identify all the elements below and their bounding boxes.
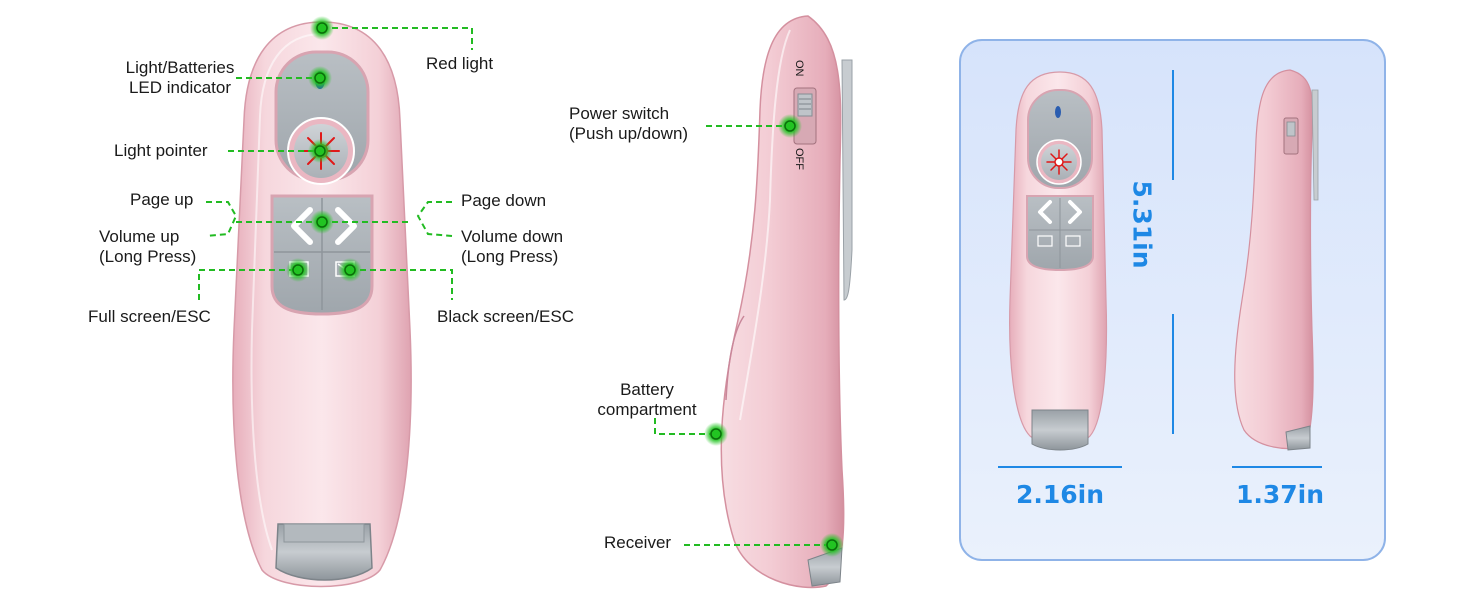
callout-dots	[286, 16, 844, 557]
page-buttons-dot	[310, 210, 334, 234]
battery-line2: compartment	[597, 400, 697, 419]
full-screen-label: Full screen/ESC	[88, 307, 211, 326]
callout-lines	[198, 27, 830, 546]
width-dimension-label: 2.16in	[1016, 480, 1105, 509]
led-indicator-label: Light/Batteries LED indicator	[96, 58, 264, 98]
receiver-label: Receiver	[604, 533, 672, 552]
page-up-label: Page up	[130, 190, 194, 209]
small-front-view	[1009, 71, 1108, 451]
black-screen-dot	[338, 258, 362, 282]
black-screen-label: Black screen/ESC	[437, 307, 574, 326]
led-indicator-line2: LED indicator	[128, 78, 232, 97]
volume-down-line2: (Long Press)	[461, 247, 559, 266]
volume-up-line2: (Long Press)	[99, 247, 197, 266]
battery-label: Battery compartment	[586, 380, 708, 420]
power-switch-dot	[778, 114, 802, 138]
height-dimension-label: 5.31in	[1127, 180, 1157, 269]
receiver-dot	[820, 533, 844, 557]
volume-up-label: Volume up (Long Press)	[99, 227, 196, 267]
switch-on-label: ON	[793, 60, 805, 77]
power-switch-line1: Power switch	[569, 104, 670, 123]
volume-down-label: Volume down (Long Press)	[461, 227, 563, 267]
red-light-label: Red light	[426, 54, 494, 73]
dimension-panel	[959, 39, 1386, 561]
power-switch-label: Power switch (Push up/down)	[569, 104, 688, 144]
volume-up-line1: Volume up	[99, 227, 180, 246]
battery-line1: Battery	[620, 380, 674, 399]
battery-dot	[704, 422, 728, 446]
led-indicator-line1: Light/Batteries	[125, 58, 235, 77]
switch-off-label: OFF	[793, 148, 805, 170]
front-view	[232, 21, 412, 588]
led-indicator-dot	[308, 66, 332, 90]
light-pointer-dot	[308, 139, 332, 163]
full-screen-dot	[286, 258, 310, 282]
page-down-label: Page down	[461, 191, 547, 210]
depth-dimension-label: 1.37in	[1236, 480, 1325, 509]
volume-down-line1: Volume down	[461, 227, 564, 246]
red-light-dot	[310, 16, 334, 40]
small-side-view	[1234, 69, 1319, 451]
side-view	[720, 15, 853, 589]
power-switch-line2: (Push up/down)	[569, 124, 689, 143]
light-pointer-label: Light pointer	[114, 141, 208, 160]
